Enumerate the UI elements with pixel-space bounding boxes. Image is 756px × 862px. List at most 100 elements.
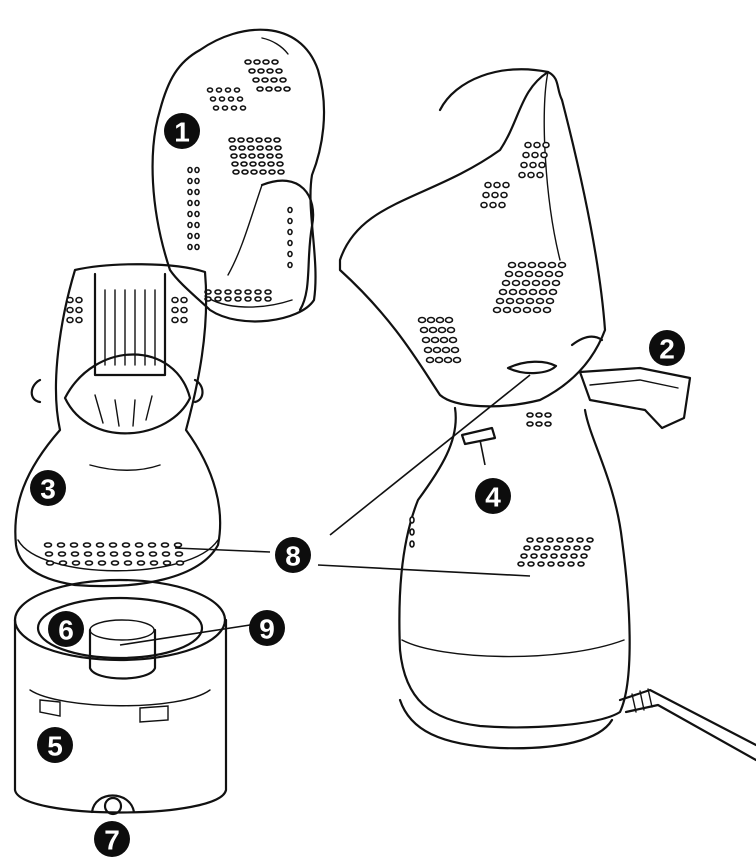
svg-text:6: 6: [58, 615, 74, 646]
vent-hole: [523, 545, 531, 551]
vent-hole: [538, 161, 546, 169]
svg-text:3: 3: [40, 474, 56, 505]
callout-7: 7: [94, 821, 130, 857]
vent-hole: [524, 141, 532, 149]
vent-hole: [221, 105, 229, 111]
vent-hole: [244, 59, 252, 65]
vent-hole: [557, 261, 567, 269]
vent-hole: [108, 542, 118, 548]
vent-hole: [426, 316, 436, 324]
vent-hole: [511, 279, 521, 287]
vent-hole: [586, 537, 594, 543]
vent-hole: [521, 279, 531, 287]
vent-hole: [258, 161, 266, 167]
vent-hole: [162, 560, 172, 566]
vent-hole: [517, 561, 525, 567]
vent-hole: [180, 296, 188, 304]
vent-hole: [148, 551, 158, 557]
vent-hole: [214, 296, 222, 302]
vent-hole: [512, 306, 522, 314]
vent-hole: [255, 137, 263, 143]
vent-hole: [540, 151, 548, 159]
vent-hole: [265, 145, 273, 151]
vent-hole: [277, 169, 285, 175]
vent-hole: [484, 181, 492, 189]
vent-hole: [149, 560, 159, 566]
vent-hole: [239, 105, 247, 111]
vent-hole: [257, 153, 265, 159]
vent-hole: [435, 316, 445, 324]
vent-hole: [254, 289, 262, 295]
vent-hole: [542, 306, 552, 314]
vent-hole: [417, 316, 427, 324]
vent-hole: [526, 537, 534, 543]
vent-hole: [566, 537, 574, 543]
mask-vent-holes: [187, 59, 293, 302]
vent-hole: [259, 169, 267, 175]
vent-hole: [248, 153, 256, 159]
vent-hole: [544, 270, 554, 278]
vent-hole: [233, 87, 241, 93]
vent-hole: [244, 289, 252, 295]
vent-hole: [187, 210, 193, 218]
vent-hole: [524, 270, 534, 278]
vent-hole: [70, 551, 80, 557]
vent-hole: [492, 306, 502, 314]
vent-hole: [228, 137, 236, 143]
vent-hole: [66, 316, 74, 324]
vent-hole: [121, 542, 131, 548]
vent-hole: [450, 346, 460, 354]
vent-hole: [266, 68, 274, 74]
svg-text:9: 9: [259, 614, 275, 645]
vent-hole: [276, 161, 284, 167]
vent-hole: [534, 270, 544, 278]
vent-hole: [275, 153, 283, 159]
vent-hole: [547, 261, 557, 269]
vent-hole: [266, 153, 274, 159]
vent-hole: [267, 161, 275, 167]
vent-hole: [237, 137, 245, 143]
callout-6: 6: [48, 611, 84, 647]
vent-hole: [535, 297, 545, 305]
vent-hole: [230, 105, 238, 111]
vent-hole: [287, 261, 293, 269]
vent-hole: [194, 166, 200, 174]
vent-hole: [238, 145, 246, 151]
leader-lines: [119, 374, 531, 646]
vent-hole: [540, 553, 548, 559]
vent-hole: [563, 545, 571, 551]
vent-hole: [274, 86, 282, 92]
vent-hole: [136, 560, 146, 566]
vent-hole: [535, 412, 543, 418]
vent-hole: [279, 77, 287, 83]
vent-hole: [518, 288, 528, 296]
vent-hole: [256, 145, 264, 151]
vent-hole: [532, 306, 542, 314]
vent-hole: [409, 528, 415, 536]
vent-hole: [493, 181, 501, 189]
vent-hole: [271, 59, 279, 65]
base-part: [13, 578, 228, 816]
vent-hole: [75, 296, 83, 304]
vent-hole: [434, 356, 444, 364]
vent-hole: [537, 261, 547, 269]
vent-hole: [110, 560, 120, 566]
vent-hole: [409, 540, 415, 548]
vent-hole: [256, 86, 264, 92]
vent-hole: [187, 166, 193, 174]
vent-hole: [171, 316, 179, 324]
vent-hole: [409, 516, 415, 524]
vent-hole: [239, 153, 247, 159]
vent-hole: [209, 96, 217, 102]
vent-hole: [187, 232, 193, 240]
vent-hole: [498, 201, 506, 209]
assembled-steamer: [338, 68, 756, 762]
vent-hole: [538, 288, 548, 296]
vent-hole: [71, 560, 81, 566]
vent-hole: [194, 188, 200, 196]
vent-hole: [543, 545, 551, 551]
vent-hole: [517, 261, 527, 269]
vent-hole: [536, 537, 544, 543]
vent-hole: [480, 201, 488, 209]
vent-hole: [180, 316, 188, 324]
